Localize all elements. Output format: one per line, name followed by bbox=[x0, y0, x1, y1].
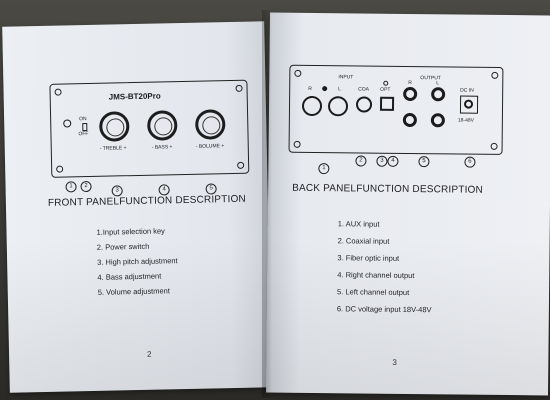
callout-1: 1 bbox=[318, 163, 330, 175]
back-panel-diagram: INPUT OUTPUT R L COA OPT R L DC IN 18-48… bbox=[288, 64, 504, 155]
list-item: 1.Input selection key bbox=[96, 226, 165, 237]
callout-3: 3 bbox=[376, 155, 388, 167]
callout-5: 5 bbox=[205, 183, 217, 195]
callout-2: 2 bbox=[80, 180, 92, 193]
list-item: 5. Volume adjustment bbox=[97, 286, 170, 297]
treble-label: - TREBLE + bbox=[99, 145, 127, 152]
model-name: JMS-BT20Pro bbox=[108, 91, 161, 102]
callout-2: 2 bbox=[355, 155, 367, 167]
list-item: 3. Fiber optic input bbox=[337, 253, 400, 263]
power-switch-icon bbox=[82, 123, 88, 132]
list-item: 1. AUX input bbox=[337, 219, 380, 229]
callout-6: 6 bbox=[464, 156, 476, 168]
out-l-label: L bbox=[436, 80, 440, 87]
front-section-title: FRONT PANELFUNCTION DESCRIPTION bbox=[47, 193, 247, 209]
list-item: 4. Bass adjustment bbox=[97, 271, 162, 282]
list-item: 6. DC voltage input 18V-48V bbox=[336, 304, 432, 315]
treble-knob-icon bbox=[98, 111, 130, 142]
aux-l-jack-icon bbox=[327, 96, 349, 117]
screw-icon bbox=[293, 140, 301, 148]
switch-off-label: OFF bbox=[78, 131, 89, 138]
list-item: 2. Coaxial input bbox=[337, 236, 390, 246]
aux-l-label: L bbox=[338, 86, 342, 93]
coaxial-jack-icon bbox=[355, 96, 373, 113]
opt-label: OPT bbox=[380, 86, 391, 93]
volume-knob-icon bbox=[194, 109, 226, 140]
screw-icon bbox=[56, 165, 64, 173]
switch-on-label: ON bbox=[79, 116, 87, 123]
book-spine bbox=[262, 10, 272, 398]
list-item: 2. Power switch bbox=[96, 241, 150, 252]
callout-4: 4 bbox=[387, 155, 399, 167]
optical-port-icon bbox=[379, 96, 395, 111]
list-item: 3. High pitch adjustment bbox=[97, 256, 178, 267]
coa-label: COA bbox=[358, 86, 370, 93]
out-r-label: R bbox=[408, 79, 412, 87]
screw-icon bbox=[235, 84, 243, 92]
left-page: JMS-BT20Pro ON OFF - TREBLE + - BASS + -… bbox=[2, 21, 272, 393]
screw-icon bbox=[490, 142, 498, 150]
dc-port-icon bbox=[459, 95, 479, 114]
page-number: 3 bbox=[392, 357, 397, 367]
input-label: INPUT bbox=[338, 74, 354, 81]
bass-label: - BASS + bbox=[151, 144, 173, 151]
input-select-dot-icon bbox=[322, 86, 328, 92]
list-item: 5. Left channel output bbox=[337, 287, 410, 298]
screw-icon bbox=[237, 161, 245, 169]
back-section-title: BACK PANELFUNCTION DESCRIPTION bbox=[292, 182, 484, 196]
volume-label: - BOLUME + bbox=[195, 143, 225, 150]
aux-r-jack-icon bbox=[301, 95, 323, 117]
dc-in-label: DC IN bbox=[460, 87, 474, 94]
aux-r-label: R bbox=[308, 85, 312, 92]
callout-1: 1 bbox=[65, 181, 77, 193]
callout-3: 3 bbox=[111, 185, 123, 197]
screw-icon bbox=[491, 71, 499, 79]
indicator-icon bbox=[383, 80, 389, 86]
callout-5: 5 bbox=[418, 156, 430, 168]
speaker-terminal-icon bbox=[402, 112, 417, 128]
callout-4: 4 bbox=[158, 184, 170, 196]
right-page: INPUT OUTPUT R L COA OPT R L DC IN 18-48… bbox=[266, 12, 550, 396]
front-panel-diagram: JMS-BT20Pro ON OFF - TREBLE + - BASS + -… bbox=[49, 79, 250, 178]
screw-icon bbox=[54, 88, 62, 96]
input-key-icon bbox=[63, 119, 72, 128]
screw-icon bbox=[294, 69, 302, 77]
speaker-terminal-icon bbox=[431, 87, 446, 102]
speaker-terminal-icon bbox=[430, 113, 445, 128]
page-number: 2 bbox=[146, 349, 152, 359]
list-item: 4. Right channel output bbox=[337, 270, 415, 281]
speaker-terminal-icon bbox=[403, 86, 418, 102]
dc-range-label: 18-48V bbox=[457, 117, 475, 124]
bass-knob-icon bbox=[146, 110, 178, 141]
